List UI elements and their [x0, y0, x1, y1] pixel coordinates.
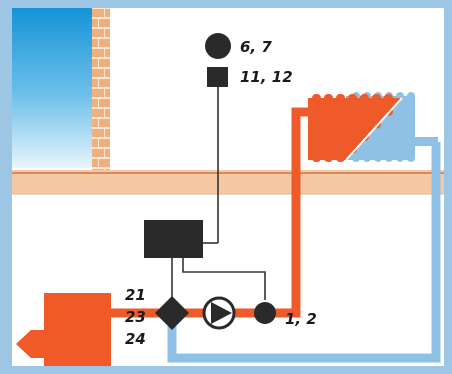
brick	[99, 19, 110, 27]
supply-pipe	[100, 107, 308, 318]
brick	[92, 69, 104, 77]
radiator-supply-fin	[372, 94, 381, 129]
brick	[92, 19, 98, 27]
brick	[105, 149, 110, 157]
remote-control-label: 11, 12	[240, 68, 293, 86]
boiler-burner	[16, 330, 44, 358]
radiator-return-fin	[396, 92, 404, 162]
mixing-valve-label-23: 23	[125, 308, 146, 326]
room-sensor-label: 6, 7	[240, 38, 272, 56]
frame-left	[0, 0, 12, 374]
mixing-valve-label-24: 24	[125, 330, 146, 348]
radiator-return-fin	[407, 92, 415, 162]
brick	[105, 89, 110, 97]
brick-wall	[92, 8, 110, 177]
radiator-divider	[345, 97, 403, 161]
brick	[92, 119, 98, 127]
brick	[105, 109, 110, 117]
radiator	[308, 92, 438, 162]
return-pipe	[167, 142, 441, 363]
brick	[92, 59, 98, 67]
flow-sensor-label: 1, 2	[285, 310, 317, 328]
brick	[92, 79, 98, 87]
brick	[92, 89, 104, 97]
brick	[92, 49, 104, 57]
flow-sensor-icon	[254, 302, 276, 324]
frame-top	[0, 0, 452, 8]
brick	[105, 69, 110, 77]
brick	[105, 129, 110, 137]
brick	[92, 159, 98, 167]
brick	[99, 79, 110, 87]
pump-arrow	[211, 302, 232, 324]
room-sensor-icon	[205, 33, 231, 59]
boiler	[44, 293, 111, 366]
controller-unit	[144, 220, 203, 258]
brick	[105, 9, 110, 17]
brick	[92, 149, 104, 157]
brick	[92, 9, 104, 17]
radiator-supply-fin	[312, 94, 321, 162]
brick	[92, 109, 104, 117]
radiator-supply-fin	[324, 94, 333, 162]
brick	[99, 59, 110, 67]
mixing-valve-icon	[155, 296, 189, 330]
brick	[105, 49, 110, 57]
brick	[92, 99, 98, 107]
brick	[99, 119, 110, 127]
mixing-valve-label-21: 21	[125, 286, 146, 304]
frame-right	[444, 0, 452, 374]
brick	[99, 99, 110, 107]
brick	[105, 29, 110, 37]
radiator-supply-fin	[336, 94, 345, 162]
remote-control-icon	[207, 67, 228, 87]
window-sky	[12, 8, 92, 168]
brick	[99, 139, 110, 147]
radiator-supply-fin	[348, 94, 357, 154]
radiator-supply-fin	[360, 94, 369, 141]
brick	[92, 29, 104, 37]
brick	[92, 39, 98, 47]
brick	[99, 39, 110, 47]
brick	[92, 129, 104, 137]
brick	[92, 139, 98, 147]
brick	[99, 159, 110, 167]
frame-bottom	[0, 366, 452, 374]
flow-sensor-wire	[182, 258, 266, 300]
radiator-return-outlet	[412, 137, 438, 146]
